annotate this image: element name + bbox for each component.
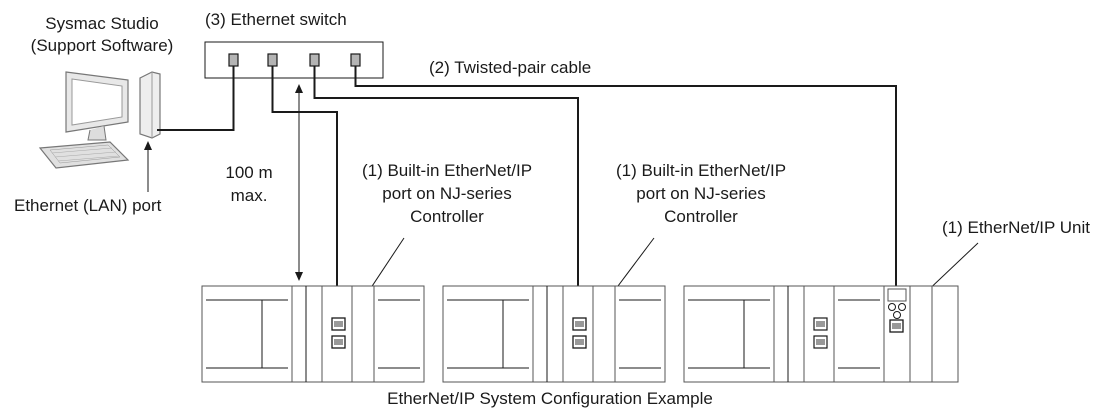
ethernet-ip-unit — [883, 285, 911, 383]
nj-controller-2 — [442, 285, 666, 383]
ethernet-ip-unit-label: (1) EtherNet/IP Unit — [942, 218, 1090, 237]
controller-2-label-line3: Controller — [664, 207, 738, 226]
controller-1-label-line2: port on NJ-series — [382, 184, 511, 203]
twisted-pair-cables — [157, 66, 897, 318]
controller-1-label-line1: (1) Built-in EtherNet/IP — [362, 161, 532, 180]
controller-2-label-line1: (1) Built-in EtherNet/IP — [616, 161, 786, 180]
cable-label: (2) Twisted-pair cable — [429, 58, 591, 77]
pc-label-line1: Sysmac Studio — [45, 14, 158, 33]
distance-label-line2: max. — [231, 186, 268, 205]
distance-label-line1: 100 m — [225, 163, 272, 182]
personal-computer-icon — [38, 71, 161, 169]
switch-port-3 — [309, 53, 320, 67]
switch-port-2 — [267, 53, 278, 67]
cable-to-ethernet-ip-unit — [354, 66, 897, 289]
switch-port-4 — [350, 53, 361, 67]
controller-1-label-line3: Controller — [410, 207, 484, 226]
switch-label: (3) Ethernet switch — [205, 10, 347, 29]
cable-to-pc — [157, 66, 235, 131]
cable-to-controller-2 — [313, 66, 579, 318]
pc-label-line2: (Support Software) — [31, 36, 174, 55]
nj-controller-1 — [201, 285, 425, 383]
nj-controller-3 — [683, 285, 959, 383]
cable-to-controller-1 — [271, 66, 338, 318]
switch-port-1 — [228, 53, 239, 67]
lan-port-label: Ethernet (LAN) port — [14, 196, 162, 215]
controller-2-label-line2: port on NJ-series — [636, 184, 765, 203]
diagram-caption: EtherNet/IP System Configuration Example — [387, 389, 713, 408]
